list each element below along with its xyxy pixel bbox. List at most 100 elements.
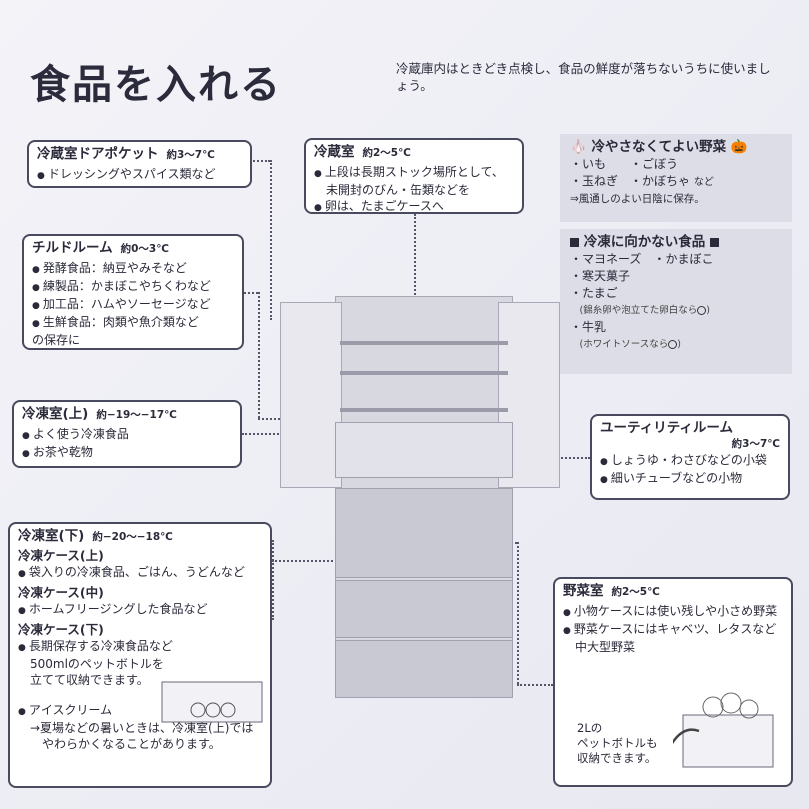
- circle-ok-icon: [697, 306, 707, 315]
- bottle-line: 収納できます。: [577, 751, 657, 765]
- egg-note: (錦糸卵や泡立てた卵白なら: [579, 305, 698, 316]
- intro-text: 冷蔵庫内はときどき点検し、食品の鮮度が落ちないうちに使いましょう。: [396, 61, 771, 93]
- veg-suffix: など: [693, 177, 714, 188]
- chilled-footer: の保存に: [32, 333, 81, 347]
- veg-note: ⇒風通しのよい日陰に保存。: [570, 193, 705, 205]
- leader-line: [272, 560, 372, 562]
- ice-title: アイスクリーム: [18, 702, 262, 720]
- leader-line: [414, 214, 416, 334]
- pumpkin-icon: 🎃: [730, 139, 748, 155]
- veg-item: かぼちゃ: [642, 174, 691, 188]
- note-close: ): [706, 305, 710, 316]
- vegetable-case-illustration: [673, 692, 774, 768]
- list-item: お茶や乾物: [22, 444, 232, 462]
- list-item: 細いチューブなどの小物: [600, 470, 780, 488]
- list-item: 練製品：かまぼこやちくわなど: [32, 278, 234, 296]
- veg-item: ごぼう: [642, 157, 679, 171]
- leader-line: [242, 433, 302, 435]
- leader-line: [250, 160, 270, 162]
- shelf: [340, 371, 508, 375]
- vegetable-drawer: [335, 640, 513, 698]
- door-pocket-title: 冷蔵室ドアポケット: [37, 146, 159, 162]
- no-cool-title: 冷やさなくてよい野菜: [591, 139, 727, 155]
- list-item: 発酵食品：納豆やみそなど: [32, 260, 234, 278]
- veg-item: いも: [582, 157, 607, 171]
- utility-room-box: ユーティリティルーム 約3～7℃ しょうゆ・わさびなどの小袋 細いチューブなどの…: [590, 414, 790, 500]
- bottle-note: 2Lの ペットボトルも 収納できます。: [577, 721, 658, 766]
- no-cool-vegetables-panel: 🧄 冷やさなくてよい野菜 🎃 ・いも ・ごぼう ・玉ねぎ ・かぼちゃ など ⇒風…: [560, 134, 792, 222]
- freezer-upper-title: 冷凍室(上): [22, 406, 89, 422]
- bottle-line: ペットボトルも: [577, 736, 658, 750]
- shelf: [340, 408, 508, 412]
- left-door: [280, 302, 342, 488]
- freezer-upper-drawer: [335, 488, 513, 578]
- list-item: しょうゆ・わさびなどの小袋: [600, 452, 780, 470]
- case-upper-title: 冷凍ケース(上): [18, 548, 104, 563]
- case-middle-title: 冷凍ケース(中): [18, 585, 104, 600]
- leader-line: [517, 684, 553, 686]
- freezer-lower-temp: 約−20～−18℃: [92, 531, 173, 543]
- shelf: [340, 341, 508, 345]
- freezer-case-bottle-illustration: [161, 681, 263, 723]
- food-item: 牛乳: [582, 320, 607, 334]
- square-icon: [709, 237, 719, 247]
- case-lower-title: 冷凍ケース(下): [18, 622, 104, 637]
- not-freeze-title: 冷凍に向かない食品: [583, 234, 706, 250]
- freezer-upper-temp: 約−19～−17℃: [96, 409, 177, 421]
- leader-line: [244, 292, 258, 294]
- bottle-text: 500mlのペットボトルを: [30, 657, 164, 671]
- circle-ok-icon: [668, 340, 678, 349]
- chilled-room-title: チルドルーム: [32, 240, 113, 256]
- leader-line: [530, 457, 590, 459]
- leader-line: [272, 540, 274, 620]
- vegetable-title: 野菜室: [563, 583, 604, 599]
- freezer-lower-drawer: [335, 580, 513, 638]
- chilled-room-drawer: [335, 422, 513, 478]
- utility-temp: 約3～7℃: [731, 438, 780, 450]
- leader-line: [270, 160, 272, 320]
- garlic-icon: 🧄: [570, 139, 587, 155]
- list-item: 卵は、たまごケースへ: [314, 198, 514, 216]
- list-item: ホームフリージングした食品など: [18, 601, 262, 619]
- freezer-lower-title: 冷凍室(下): [18, 528, 85, 544]
- list-item: よく使う冷凍食品: [22, 426, 232, 444]
- veg-item: 玉ねぎ: [582, 174, 619, 188]
- fridge-room-title: 冷蔵室: [314, 144, 355, 160]
- food-item: たまご: [582, 286, 618, 300]
- door-pocket-temp: 約3～7℃: [166, 149, 215, 161]
- vegetable-temp: 約2～5℃: [611, 586, 660, 598]
- list-item: 加工品：ハムやソーセージなど: [32, 296, 234, 314]
- bottle-line: 2Lの: [577, 721, 603, 735]
- list-item: 上段は長期ストック場所として、未開封のびん・缶類などを: [314, 164, 514, 198]
- list-item: 袋入りの冷凍食品、ごはん、うどんなど: [18, 564, 262, 582]
- list-item: ドレッシングやスパイス類など: [37, 166, 242, 184]
- bottle-text: 立てて収納できます。: [30, 673, 149, 687]
- list-item: 野菜ケースにはキャベツ、レタスなど中大型野菜: [563, 621, 783, 655]
- ice-note: やわらかくなることがあります。: [42, 737, 221, 751]
- milk-note: (ホワイトソースなら: [579, 339, 669, 350]
- freezer-lower-box: 冷凍室(下) 約−20～−18℃ 冷凍ケース(上) 袋入りの冷凍食品、ごはん、うど…: [8, 522, 272, 788]
- utility-title: ユーティリティルーム: [600, 420, 733, 436]
- note-close: ): [677, 339, 681, 350]
- food-item: マヨネーズ: [582, 252, 642, 266]
- list-item: 長期保存する冷凍食品など: [18, 638, 262, 656]
- food-item: 寒天菓子: [582, 269, 631, 283]
- square-icon: [570, 237, 579, 247]
- leader-line: [258, 292, 260, 418]
- leader-line: [517, 542, 519, 684]
- food-item: かまぼこ: [665, 252, 714, 266]
- page-title: 食品を入れる: [30, 62, 282, 108]
- list-item: 小物ケースには使い残しや小さめ野菜: [563, 603, 783, 621]
- fridge-room-temp: 約2～5℃: [362, 147, 411, 159]
- ice-note: →夏場などの暑いときは、冷凍室(上)では: [30, 721, 254, 735]
- chilled-room-temp: 約0～3℃: [120, 243, 169, 255]
- not-freeze-panel: 冷凍に向かない食品 ・マヨネーズ ・かまぼこ ・寒天菓子 ・たまご (錦糸卵や泡…: [560, 229, 792, 374]
- fridge-illustration: [280, 296, 560, 698]
- freezer-upper-box: 冷凍室(上) 約−19～−17℃ よく使う冷凍食品 お茶や乾物: [12, 400, 242, 468]
- list-item: 生鮮食品：肉類や魚介類など: [32, 314, 234, 332]
